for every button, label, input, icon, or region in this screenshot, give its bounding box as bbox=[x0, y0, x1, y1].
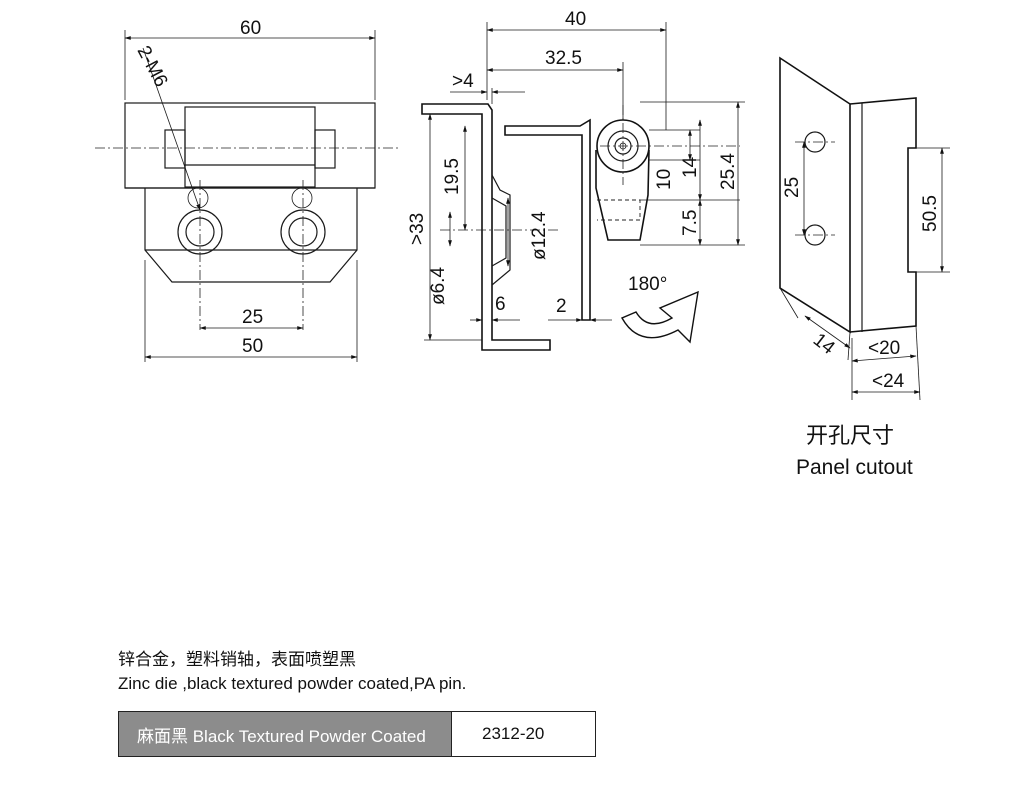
dim-14-side: 14 bbox=[680, 156, 701, 178]
dim-depth-20: <20 bbox=[868, 338, 900, 359]
dim-depth-24: <24 bbox=[872, 371, 905, 392]
dim-19-5: 19.5 bbox=[442, 158, 463, 195]
part-number-cell: 2312-20 bbox=[452, 712, 595, 756]
rotation-arrow-icon bbox=[621, 290, 699, 344]
material-note-cn: 锌合金，塑料销轴，表面喷塑黑 bbox=[118, 650, 356, 669]
finish-table: 麻面黑 Black Textured Powder Coated 2312-20 bbox=[118, 711, 596, 757]
dim-cbore: ø12.4 bbox=[529, 211, 550, 260]
dim-hole-dia: ø6.4 bbox=[428, 267, 449, 305]
dim-40: 40 bbox=[565, 9, 586, 30]
panel-cutout-title-cn: 开孔尺寸 bbox=[806, 423, 894, 448]
dim-25-front: 25 bbox=[242, 307, 263, 328]
dim-50-5: 50.5 bbox=[920, 195, 941, 232]
dim-25-panel: 25 bbox=[782, 177, 803, 198]
dim-32-5: 32.5 bbox=[545, 48, 582, 69]
dim-14-panel: 14 bbox=[809, 329, 839, 359]
panel-cutout-view bbox=[779, 56, 950, 401]
dim-min-height: >33 bbox=[407, 213, 428, 245]
dim-7-5: 7.5 bbox=[680, 210, 701, 236]
side-view bbox=[421, 22, 745, 351]
finish-cell: 麻面黑 Black Textured Powder Coated bbox=[119, 712, 452, 756]
rotation-label: 180° bbox=[628, 274, 667, 295]
thread-label: 2-M6 bbox=[133, 42, 172, 90]
panel-cutout-title-en: Panel cutout bbox=[796, 456, 913, 479]
dim-6: 6 bbox=[495, 294, 506, 315]
front-view bbox=[95, 30, 400, 362]
dim-60: 60 bbox=[240, 18, 261, 39]
material-note-en: Zinc die ,black textured powder coated,P… bbox=[118, 674, 467, 693]
dim-50: 50 bbox=[242, 336, 263, 357]
dim-2: 2 bbox=[556, 296, 567, 317]
dim-flange: >4 bbox=[452, 71, 474, 92]
dim-10: 10 bbox=[654, 169, 675, 190]
dim-25-4: 25.4 bbox=[718, 153, 739, 190]
